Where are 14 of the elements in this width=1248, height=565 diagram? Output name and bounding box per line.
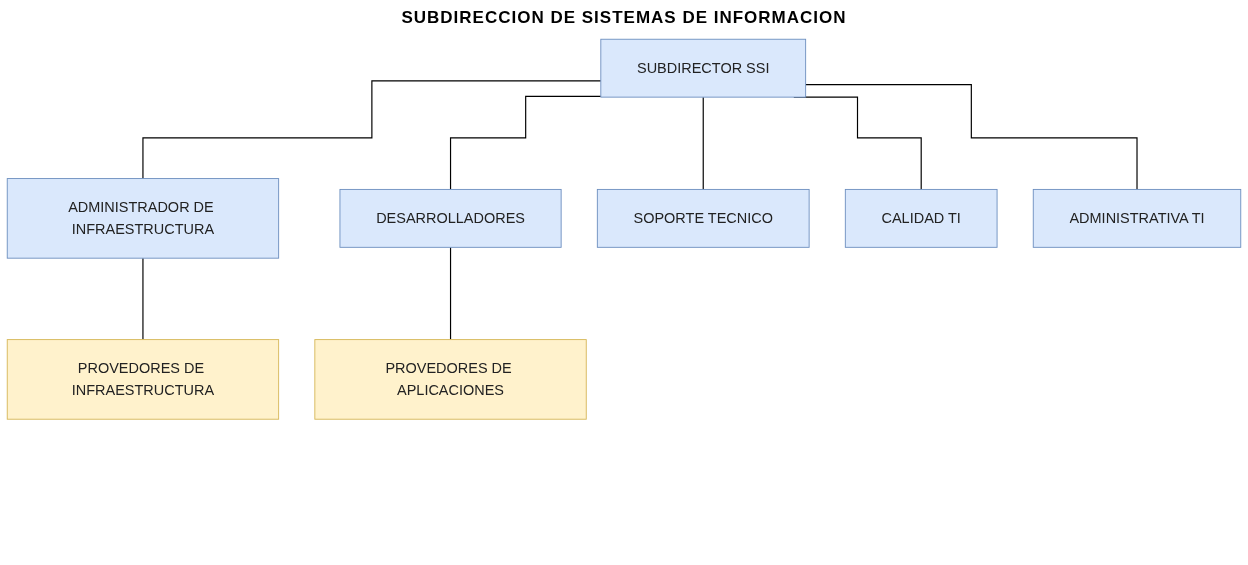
node-box: PROVEDORES DE INFRAESTRUCTURA	[6, 339, 280, 420]
node-box: SOPORTE TECNICO	[596, 188, 810, 248]
connector	[449, 95, 602, 190]
connector	[702, 96, 704, 190]
connector	[142, 80, 602, 180]
node-box: CALIDAD TI	[844, 188, 998, 248]
connector	[805, 84, 1138, 190]
node-box: PROVEDORES DE APLICACIONES	[314, 339, 587, 420]
node-box: DESARROLLADORES	[339, 188, 562, 248]
node-box: SUBDIRECTOR SSI	[600, 38, 807, 98]
node-box: ADMINISTRATIVA TI	[1032, 188, 1242, 248]
diagram-title: SUBDIRECCION DE SISTEMAS DE INFORMACION	[400, 8, 848, 28]
node-box: ADMINISTRADOR DE INFRAESTRUCTURA	[6, 178, 280, 259]
connector	[449, 246, 452, 341]
